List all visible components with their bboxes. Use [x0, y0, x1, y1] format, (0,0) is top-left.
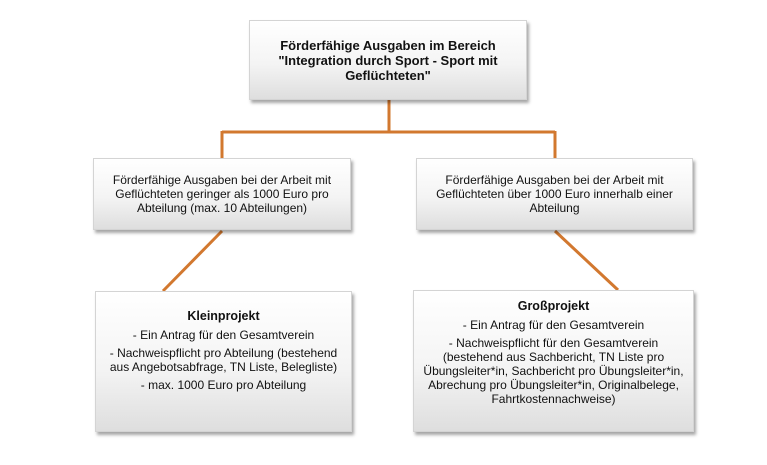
connector-right-to-grossprojekt [553, 229, 620, 292]
project-item: - Nachweispflicht für den Gesamtverein (… [423, 336, 684, 406]
condition-node-large: Förderfähige Ausgaben bei der Arbeit mit… [416, 158, 693, 230]
project-item: - Nachweispflicht pro Abteilung (bestehe… [109, 346, 338, 374]
root-node-text: Förderfähige Ausgaben im Bereich "Integr… [278, 37, 498, 83]
connector-left-to-kleinprojekt [161, 229, 224, 293]
kleinprojekt-node: Kleinprojekt - Ein Antrag für den Gesamt… [95, 291, 352, 432]
root-node: Förderfähige Ausgaben im Bereich "Integr… [249, 20, 527, 100]
project-title: Kleinprojekt [187, 309, 260, 323]
connector-root-to-branches [220, 100, 557, 158]
grossprojekt-node: Großprojekt - Ein Antrag für den Gesamtv… [413, 290, 694, 432]
project-item: - Ein Antrag für den Gesamtverein [462, 318, 645, 332]
project-title: Großprojekt [517, 299, 590, 313]
condition-node-small: Förderfähige Ausgaben bei der Arbeit mit… [93, 158, 351, 230]
project-item: - Ein Antrag für den Gesamtverein [132, 328, 315, 342]
condition-text: Förderfähige Ausgaben bei der Arbeit mit… [436, 173, 673, 215]
project-item: - max. 1000 Euro pro Abteilung [140, 378, 307, 392]
condition-text: Förderfähige Ausgaben bei der Arbeit mit… [112, 173, 332, 215]
